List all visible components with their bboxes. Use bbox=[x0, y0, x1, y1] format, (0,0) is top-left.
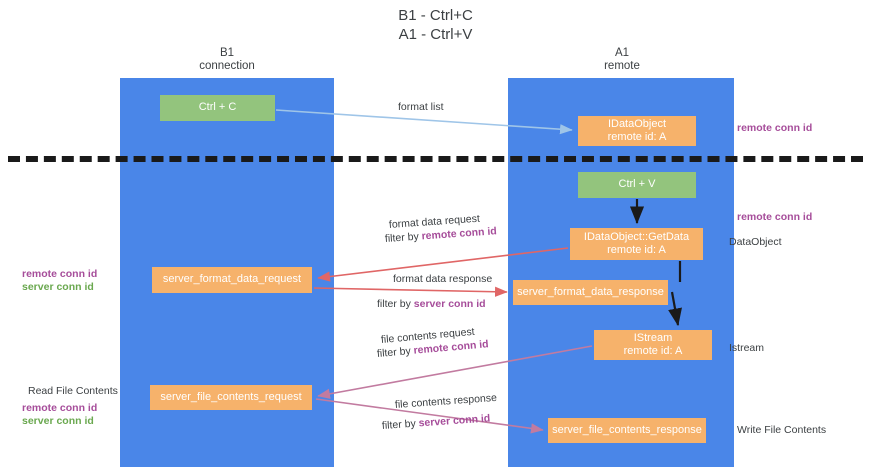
node-istream[interactable]: IStream remote id: A bbox=[594, 330, 712, 360]
node-idataobject[interactable]: IDataObject remote id: A bbox=[578, 116, 696, 146]
annotation-remote-conn-id-mid: remote conn id bbox=[737, 211, 813, 223]
annotation-left-remote-conn-id-bottom: remote conn id bbox=[22, 402, 98, 414]
lane-header-a1: A1 remote bbox=[604, 47, 640, 72]
edge-label-format-list: format list bbox=[398, 101, 444, 113]
lane-header-b1: B1 connection bbox=[199, 47, 255, 72]
filter-key-server-conn-id: server conn id bbox=[413, 298, 486, 310]
node-idataobject-getdata[interactable]: IDataObject::GetData remote id: A bbox=[570, 228, 703, 260]
node-server-file-contents-response[interactable]: server_file_contents_response bbox=[548, 418, 706, 443]
annotation-dataobject: DataObject bbox=[729, 236, 782, 248]
annotation-write-file-contents: Write File Contents bbox=[737, 424, 827, 436]
annotation-left-server-conn-id-top: server conn id bbox=[22, 281, 94, 293]
edge-response-to-istream bbox=[668, 291, 682, 327]
filter-prefix: filter by bbox=[381, 417, 420, 432]
phase-divider bbox=[8, 156, 863, 162]
node-server-format-data-request[interactable]: server_format_data_request bbox=[152, 267, 312, 293]
node-server-format-data-response[interactable]: server_format_data_response bbox=[513, 280, 668, 305]
edge-file-contents-request bbox=[317, 345, 593, 399]
edge-file-contents-response bbox=[315, 398, 544, 434]
edge-label-format-data-response-filter: filter by server conn id bbox=[377, 298, 486, 311]
filter-prefix: filter by bbox=[377, 298, 414, 310]
node-ctrl-c[interactable]: Ctrl + C bbox=[160, 95, 275, 121]
edge-format-data-response bbox=[313, 286, 508, 297]
filter-prefix: filter by bbox=[376, 344, 415, 360]
page-title: B1 - Ctrl+C A1 - Ctrl+V bbox=[398, 7, 473, 43]
edge-label-format-data-response: format data response bbox=[393, 273, 493, 285]
edge-format-list bbox=[275, 109, 573, 135]
filter-prefix: filter by bbox=[384, 230, 423, 245]
annotation-istream: Istream bbox=[729, 342, 765, 354]
edge-format-data-request bbox=[317, 247, 569, 282]
node-ctrl-v[interactable]: Ctrl + V bbox=[578, 172, 696, 198]
annotation-remote-conn-id-top: remote conn id bbox=[737, 122, 813, 134]
annotation-left-server-conn-id-bottom: server conn id bbox=[22, 415, 94, 427]
annotation-left-remote-conn-id-top: remote conn id bbox=[22, 268, 98, 280]
node-server-file-contents-request[interactable]: server_file_contents_request bbox=[150, 385, 312, 410]
annotation-read-file-contents: Read File Contents bbox=[28, 385, 118, 397]
